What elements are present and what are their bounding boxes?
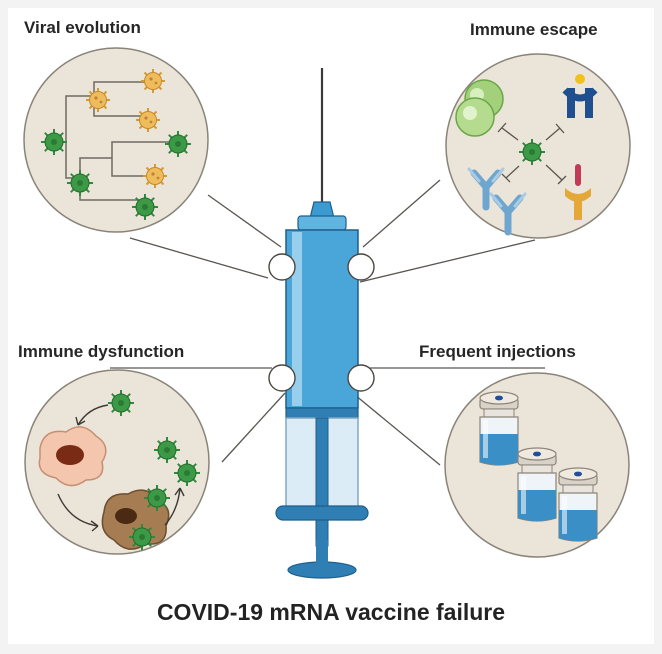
viral-evolution-circle [23,47,209,233]
syringe-marker [347,253,375,281]
vial-icon [558,467,598,542]
figure-title: COVID-19 mRNA vaccine failure [156,599,506,625]
immune-dysfunction-label: Immune dysfunction [18,342,185,361]
vial-icon [517,447,557,522]
virus-icon [164,130,192,158]
immune-escape-label: Immune escape [470,20,598,39]
virus-icon [66,169,94,197]
virus-icon [140,68,166,94]
connector-lines [110,179,545,466]
immune-dysfunction-panel [24,369,210,555]
frequent-injections-label: Frequent injections [419,342,576,361]
virus-icon [135,107,161,133]
syringe-marker [347,364,375,392]
frequent-injections-panel [444,372,630,558]
virus-icon [131,193,159,221]
syringe-icon [268,68,375,579]
cell-icon [455,79,504,137]
virus-icon [153,436,181,464]
virus-icon [107,389,135,417]
virus-icon [128,523,156,551]
virus-icon [173,459,201,487]
virus-icon [40,128,68,156]
viral-evolution-label: Viral evolution [24,18,141,37]
inhibition-arrows [497,122,567,185]
syringe-marker [268,253,296,281]
vial-icon [479,391,519,466]
immune-escape-panel [445,53,631,239]
virus-icon [518,138,546,166]
syringe-marker [268,364,296,392]
receptor-icon [562,74,598,118]
macrophage-icon [38,426,107,487]
virus-icon [143,484,171,512]
virus-icon [85,87,111,113]
viral-evolution-panel [23,47,209,233]
cycle-arrows [57,404,185,532]
virus-icon [142,163,168,189]
receptor-icon [565,164,591,220]
